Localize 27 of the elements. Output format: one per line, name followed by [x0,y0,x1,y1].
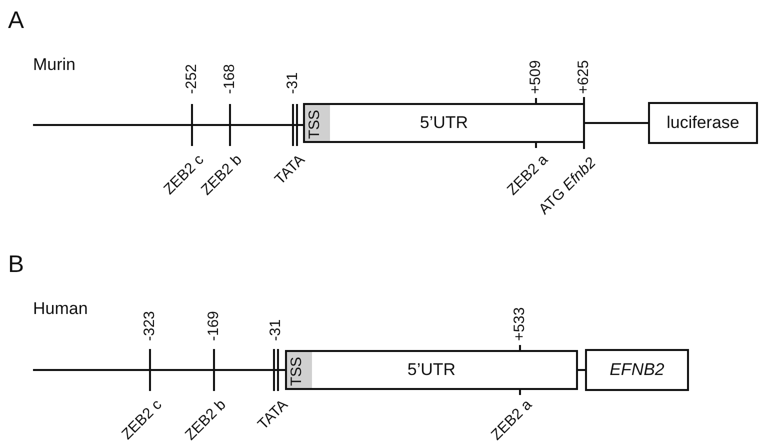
position-number: +625 [576,60,592,94]
position-number: +509 [528,60,544,94]
region-label: 5’UTR [420,113,468,133]
gene-region-box [303,103,585,143]
species-label: Human [33,300,88,319]
position-number: -31 [284,72,302,94]
position-number: -252 [184,64,200,94]
connector-line [578,369,585,371]
species-label: Murin [33,56,76,75]
position-number: -169 [206,310,222,341]
panel-letter: B [8,252,24,278]
gene-region-box [585,349,689,391]
region-label: EFNB2 [610,360,664,380]
gene-region-box [648,102,758,144]
region-label: 5’UTR [407,360,456,380]
panel-letter: A [8,8,24,34]
gene-region-box [285,350,578,390]
position-number: -31 [268,319,284,341]
connector-line [585,122,648,124]
tss-region [287,352,312,388]
region-label: luciferase [666,113,740,133]
position-number: +533 [512,307,528,341]
position-number: -168 [222,64,238,94]
tss-label: TSS [307,110,324,139]
tss-region [305,105,330,141]
tss-label: TSS [289,356,306,386]
position-number: -323 [142,310,158,341]
